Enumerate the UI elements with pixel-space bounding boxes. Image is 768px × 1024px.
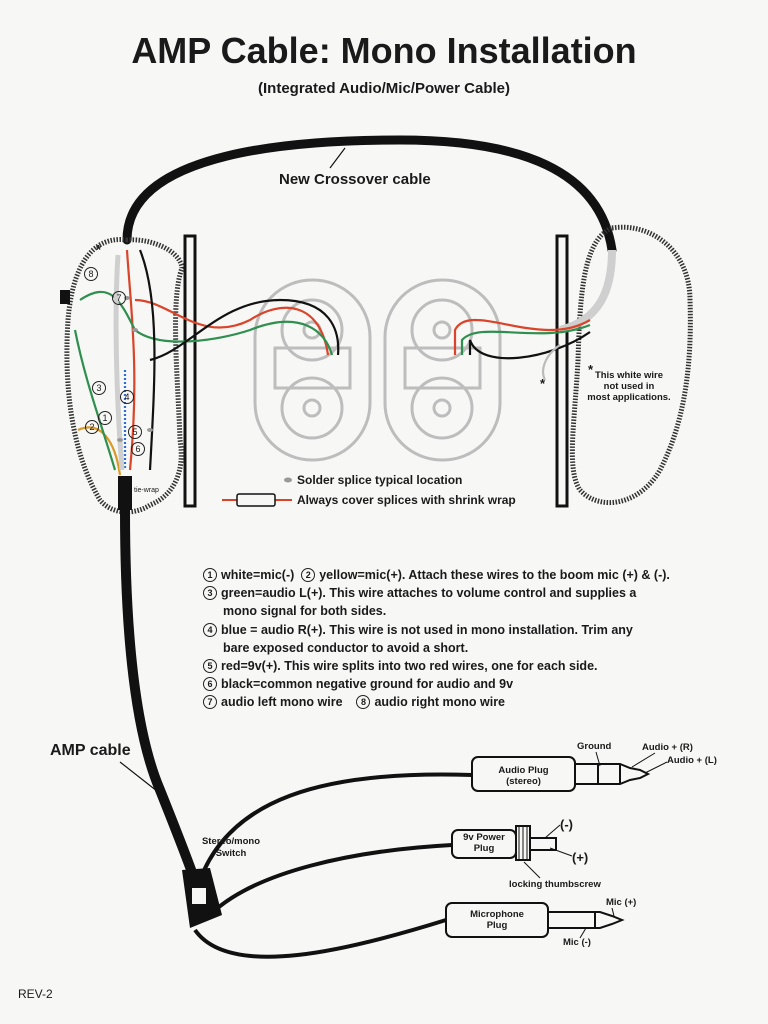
right-gray-wire [558, 249, 616, 334]
left-headband-bar [183, 234, 197, 508]
tiewrap-label: tie-wrap [134, 487, 159, 494]
right-white-wire [542, 344, 561, 381]
right-wires [453, 249, 616, 381]
num-5-marker: 5 [128, 425, 142, 439]
page-title: AMP Cable: Mono Installation [131, 30, 637, 71]
black-wire [138, 249, 340, 471]
mic-lead [193, 918, 447, 959]
note-line-3: mono signal for both sides. [223, 604, 387, 619]
num-8-marker: 8 [84, 267, 98, 281]
thumbscrew-leader [523, 861, 541, 879]
plus-leader [549, 847, 573, 857]
ground-leader [595, 751, 601, 767]
right-green-wire [460, 323, 591, 355]
right-black-wire [468, 331, 591, 360]
left-strain-relief [60, 290, 70, 304]
minus-leader [544, 824, 561, 839]
mic-minus-leader [579, 927, 587, 939]
white-wire-note: This white wire not used in most applica… [587, 370, 671, 403]
solder-label: Solder splice typical location [297, 473, 463, 487]
left-speaker [253, 278, 372, 462]
num-6-marker: 6 [131, 442, 145, 456]
audio-plug-tip [574, 763, 651, 785]
right-red-wire [453, 319, 591, 355]
amp-cable-line [120, 509, 203, 892]
num-4-marker: 4 [120, 390, 134, 404]
crossover-label: New Crossover cable [279, 171, 431, 188]
audio-l-label: Audio + (L) [667, 755, 717, 766]
ground-label: Ground [577, 741, 612, 752]
minus-label: (-) [560, 817, 573, 832]
num-3-marker: 3 [92, 381, 106, 395]
audio-lead [198, 772, 473, 881]
red-wire-2 [134, 298, 330, 356]
mic-plus-label: Mic (+) [606, 897, 637, 908]
amp-cable-leader [119, 761, 163, 796]
left-asterisk: * [96, 242, 102, 257]
shrink-wrap-icon [236, 493, 276, 507]
audio-plug-label: Audio Plug(stereo) [498, 765, 549, 787]
power-lead [203, 843, 453, 922]
num-7-marker: 7 [112, 291, 126, 305]
left-wires [73, 249, 340, 476]
switch-slider [192, 888, 206, 904]
right-speaker [383, 278, 502, 462]
revision-label: REV-2 [18, 987, 53, 1001]
page-subtitle: (Integrated Audio/Mic/Power Cable) [258, 80, 510, 97]
crossover-leader [329, 147, 346, 169]
right-cup-outline [569, 224, 693, 506]
note-asterisk: * [588, 362, 594, 377]
mic-minus-label: Mic (-) [563, 937, 591, 948]
crossover-cable [122, 135, 617, 255]
right-asterisk: * [540, 376, 546, 391]
thumbscrew-label: locking thumbscrew [509, 879, 601, 890]
audio-l-leader [644, 761, 668, 774]
shrink-label: Always cover splices with shrink wrap [297, 493, 516, 507]
num-2-marker: 2 [85, 420, 99, 434]
power-plug-tip [529, 837, 557, 851]
plus-label: (+) [572, 850, 589, 865]
amp-cable-label: AMP cable [50, 742, 131, 759]
tie-wrap [118, 476, 132, 510]
left-cup-outline [64, 237, 185, 515]
note-line-5: bare exposed conductor to avoid a short. [223, 640, 469, 655]
num-1-marker: 1 [98, 411, 112, 425]
audio-r-label: Audio + (R) [642, 742, 693, 753]
green-wire-3 [73, 329, 117, 471]
right-headband-bar [555, 234, 569, 508]
white-wire [113, 254, 125, 471]
solder-dot-icon [284, 477, 292, 483]
mic-plus-leader [611, 907, 615, 917]
audio-r-leader [631, 752, 656, 768]
mic-plug-tip [547, 911, 625, 929]
